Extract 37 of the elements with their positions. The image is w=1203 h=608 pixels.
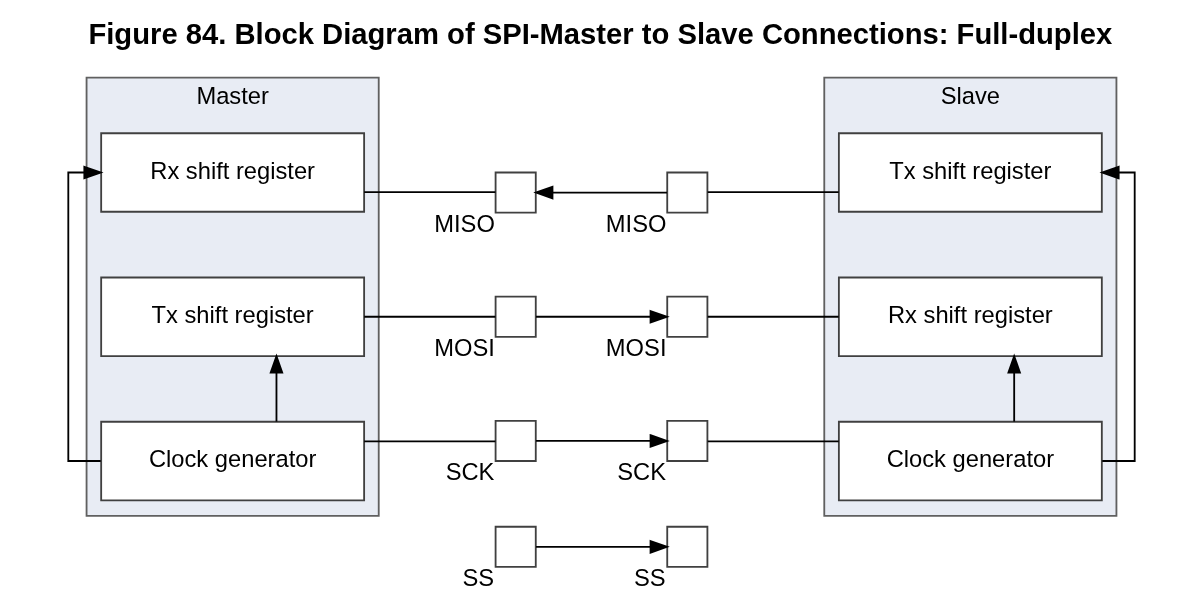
node-label: SS [462, 564, 495, 591]
connector [363, 315, 497, 318]
node-box [494, 295, 537, 338]
arrow [269, 353, 284, 423]
node-label: SCK [445, 459, 495, 486]
arrow [533, 185, 668, 200]
arrow [535, 539, 670, 554]
node-box: Clock generator [100, 420, 366, 502]
node-box: Tx shift register [100, 276, 366, 357]
arrow [535, 433, 670, 448]
node-label: MOSI [605, 334, 667, 361]
node-box: Rx shift register [100, 132, 366, 213]
connector [706, 315, 840, 318]
node-box [494, 419, 537, 462]
node-box [494, 171, 537, 214]
node-box [666, 171, 709, 214]
node-label: MOSI [434, 334, 495, 361]
arrow [67, 165, 104, 462]
arrow [1099, 165, 1136, 462]
node-box: Clock generator [837, 420, 1103, 502]
node-label: SS [634, 564, 666, 591]
connector [706, 440, 840, 443]
node-box [494, 525, 537, 568]
node-label: SCK [617, 459, 667, 486]
node-box: Tx shift register [837, 132, 1103, 213]
node-label: MISO [434, 210, 495, 237]
connector [363, 440, 497, 443]
arrow [1007, 353, 1022, 423]
arrow [535, 309, 670, 324]
diagram-title: Figure 84. Block Diagram of SPI-Master to Slave Connections: Full-duplex [88, 18, 1113, 51]
connector [706, 191, 840, 194]
node-box [666, 525, 709, 568]
node-box: Rx shift register [837, 276, 1103, 357]
node-label: MISO [605, 210, 667, 237]
connector [363, 191, 497, 194]
node-box [666, 295, 709, 338]
node-box [666, 419, 709, 462]
